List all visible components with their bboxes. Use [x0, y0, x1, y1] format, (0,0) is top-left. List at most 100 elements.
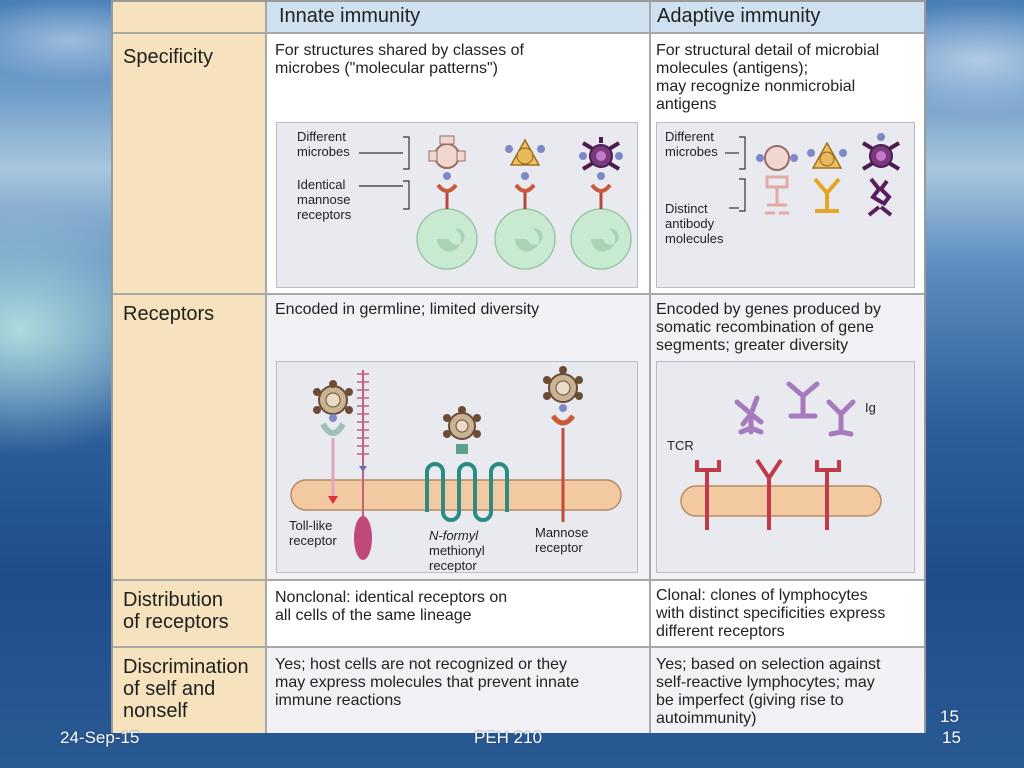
bracket-lines	[725, 136, 746, 212]
macrophage-cell-icon	[570, 183, 632, 270]
receptors-adaptive-line: Encoded by genes produced by	[656, 301, 882, 318]
discrimination-adaptive-line: autoimmunity)	[656, 710, 757, 727]
distribution-adaptive-line: with distinct specificities express	[656, 605, 886, 622]
receptors-innate-line: Encoded in germline; limited diversity	[275, 301, 540, 318]
header-adaptive: Adaptive immunity	[657, 5, 821, 27]
discrimination-innate-line: may express molecules that prevent innat…	[275, 674, 580, 691]
distribution-innate-cell: Nonclonal: identical receptors on all ce…	[267, 581, 651, 646]
distribution-innate-line: all cells of the same lineage	[275, 607, 472, 624]
toll-like-chain-icon	[354, 370, 372, 560]
antibody-pink-icon	[765, 175, 789, 215]
microbe-pink-icon	[428, 135, 466, 180]
divider	[113, 579, 924, 581]
specificity-adaptive-line: antigens	[656, 96, 717, 113]
toll-like-label-2: receptor	[289, 533, 337, 548]
immunoglobulin-icons	[734, 381, 856, 437]
adaptive-spec-microbes-label-2: microbes	[665, 144, 718, 159]
distribution-adaptive-cell: Clonal: clones of lymphocytes with disti…	[651, 581, 924, 646]
innate-receptors-figure: Toll-like receptor N-formyl methionyl re…	[276, 361, 638, 573]
antibody-purple-icon	[867, 177, 893, 217]
toll-like-label-1: Toll-like	[289, 518, 332, 533]
footer-page-number: 15	[940, 707, 959, 726]
distribution-adaptive-line: different receptors	[656, 623, 785, 640]
specificity-adaptive-line: For structural detail of microbial	[656, 42, 880, 59]
distribution-label: of receptors	[123, 611, 229, 633]
n-formyl-receptor-icon	[425, 406, 509, 522]
row-discrimination: Discrimination of self and nonself Yes; …	[113, 648, 924, 733]
discrimination-adaptive-line: self-reactive lymphocytes; may	[656, 674, 875, 691]
row-receptors: Receptors Encoded in germline; limited d…	[113, 295, 924, 579]
discrimination-label: nonself	[123, 700, 188, 722]
distribution-label: Distribution	[123, 589, 224, 611]
row-specificity: Specificity For structures shared by cla…	[113, 34, 924, 293]
adaptive-spec-antibodies-label-1: Distinct	[665, 201, 708, 216]
discrimination-innate-line: immune reactions	[275, 692, 402, 709]
footer-slide-number: 15	[942, 728, 961, 747]
discrimination-label: of self and	[123, 678, 216, 700]
innate-spec-microbes-label-1: Different	[297, 129, 346, 144]
distribution-innate-line: Nonclonal: identical receptors on	[275, 589, 508, 606]
distribution-label-cell: Distribution of receptors	[113, 581, 267, 646]
specificity-innate-line: microbes ("molecular patterns")	[275, 60, 498, 77]
innate-specificity-figure: Different microbes Identical mannose rec…	[276, 122, 638, 288]
discrimination-innate-line: Yes; host cells are not recognized or th…	[275, 656, 568, 673]
cell-membrane	[290, 479, 622, 511]
specificity-adaptive-line: molecules (antigens);	[656, 60, 809, 77]
adaptive-specificity-figure: Different microbes Distinct antibody mol…	[656, 122, 915, 288]
adaptive-spec-antibodies-label-3: molecules	[665, 231, 724, 246]
discrimination-label: Discrimination	[123, 656, 249, 678]
receptors-adaptive-cell: Encoded by genes produced by somatic rec…	[651, 295, 924, 579]
microbe-purple-icon	[579, 137, 623, 180]
discrimination-adaptive-line: be imperfect (giving rise to	[656, 692, 844, 709]
discrimination-label-cell: Discrimination of self and nonself	[113, 648, 267, 733]
header-adaptive-cell: Adaptive immunity	[651, 2, 924, 32]
receptors-label-cell: Receptors	[113, 295, 267, 579]
row-distribution: Distribution of receptors Nonclonal: ide…	[113, 581, 924, 646]
header-innate: Innate immunity	[279, 5, 421, 27]
antibody-yellow-icon	[813, 177, 841, 213]
discrimination-adaptive-line: Yes; based on selection against	[656, 656, 881, 673]
n-formyl-label-2: methionyl	[429, 543, 485, 558]
innate-spec-receptors-label-2: mannose	[297, 192, 350, 207]
toll-like-receptor-icon	[313, 380, 353, 504]
microbe-yellow-icon	[505, 138, 545, 180]
receptors-innate-cell: Encoded in germline; limited diversity	[267, 295, 651, 579]
footer-date: 24-Sep-15	[60, 728, 140, 747]
distribution-adaptive-line: Clonal: clones of lymphocytes	[656, 587, 868, 604]
mannose-label-2: receptor	[535, 540, 583, 555]
adaptive-receptors-figure: Ig TCR	[656, 361, 915, 573]
receptors-label: Receptors	[123, 303, 215, 325]
specificity-adaptive-cell: For structural detail of microbial molec…	[651, 34, 924, 293]
bracket-lines	[359, 136, 410, 210]
innate-spec-receptors-label-1: Identical	[297, 177, 346, 192]
receptors-adaptive-line: segments; greater diversity	[656, 337, 849, 354]
macrophage-cell-icon	[416, 183, 478, 270]
specificity-label-cell: Specificity	[113, 34, 267, 293]
specificity-label: Specificity	[123, 46, 214, 68]
adaptive-spec-antibodies-label-2: antibody	[665, 216, 715, 231]
innate-spec-microbes-label-2: microbes	[297, 144, 350, 159]
comparison-table: Innate immunity Adaptive immunity Specif…	[111, 0, 926, 733]
discrimination-adaptive-cell: Yes; based on selection against self-rea…	[651, 648, 924, 733]
tcr-label: TCR	[667, 438, 694, 453]
mannose-receptor-icon	[543, 366, 583, 522]
specificity-adaptive-line: may recognize nonmicrobial	[656, 78, 856, 95]
divider	[113, 32, 924, 34]
specificity-innate-cell: For structures shared by classes of micr…	[267, 34, 651, 293]
divider	[113, 646, 924, 648]
header-blank-cell	[113, 2, 267, 32]
ig-label: Ig	[865, 400, 876, 415]
macrophage-cell-icon	[494, 183, 556, 270]
receptors-adaptive-line: somatic recombination of gene	[656, 319, 874, 336]
microbe-yellow-icon	[807, 141, 847, 169]
innate-spec-receptors-label-3: receptors	[297, 207, 352, 222]
n-formyl-label-3: receptor	[429, 558, 477, 573]
footer-course: PEH 210	[474, 728, 543, 747]
microbe-purple-icon	[861, 133, 901, 171]
microbe-pink-icon	[756, 145, 798, 171]
cell-membrane	[680, 485, 882, 517]
header-innate-cell: Innate immunity	[267, 2, 651, 32]
mannose-label-1: Mannose	[535, 525, 588, 540]
tcr-receptor-icons	[695, 458, 841, 530]
adaptive-spec-microbes-label-1: Different	[665, 129, 714, 144]
